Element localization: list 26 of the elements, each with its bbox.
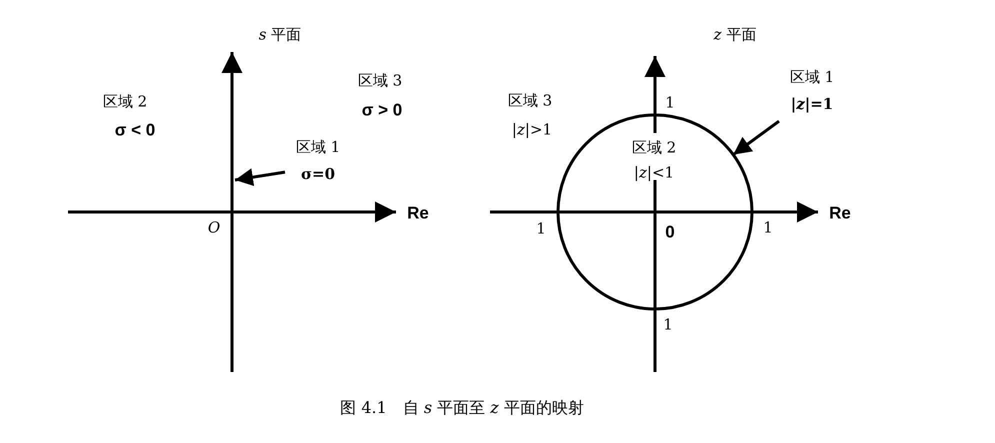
axis-label: Re — [829, 204, 851, 222]
region-label: 区域 1 — [788, 70, 836, 85]
tick-label: 1 — [536, 222, 546, 236]
origin-label: O — [208, 220, 220, 236]
condition-label: σ=0 — [300, 167, 336, 182]
region-label: 区域 2 — [632, 140, 676, 156]
tick-label: 0 — [665, 224, 675, 240]
region-label: 区域 2 — [102, 94, 148, 110]
plane-title: z 平面 — [714, 28, 756, 42]
condition-label: σ < 0 — [114, 122, 156, 138]
condition-label: |z|=1 — [790, 97, 834, 112]
figure-caption: 图 4.1 自 s 平面至 z 平面的映射 — [340, 400, 584, 416]
unit-circle — [555, 112, 755, 312]
tick-label: 1 — [663, 318, 673, 332]
region-label: 区域 1 — [294, 140, 342, 155]
region-label: 区域 3 — [508, 94, 552, 108]
plane-title: s 平面 — [258, 28, 302, 42]
condition-label: |z|>1 — [512, 122, 552, 138]
leader-arrow — [732, 120, 780, 156]
tick-label: 1 — [763, 220, 773, 236]
condition-label: σ > 0 — [362, 102, 402, 118]
tick-label: 1 — [665, 96, 675, 110]
leader-arrow — [234, 168, 286, 186]
region-label: 区域 3 — [358, 74, 402, 88]
axis-label: Re — [407, 204, 429, 222]
condition-label: |z|<1 — [634, 166, 674, 180]
